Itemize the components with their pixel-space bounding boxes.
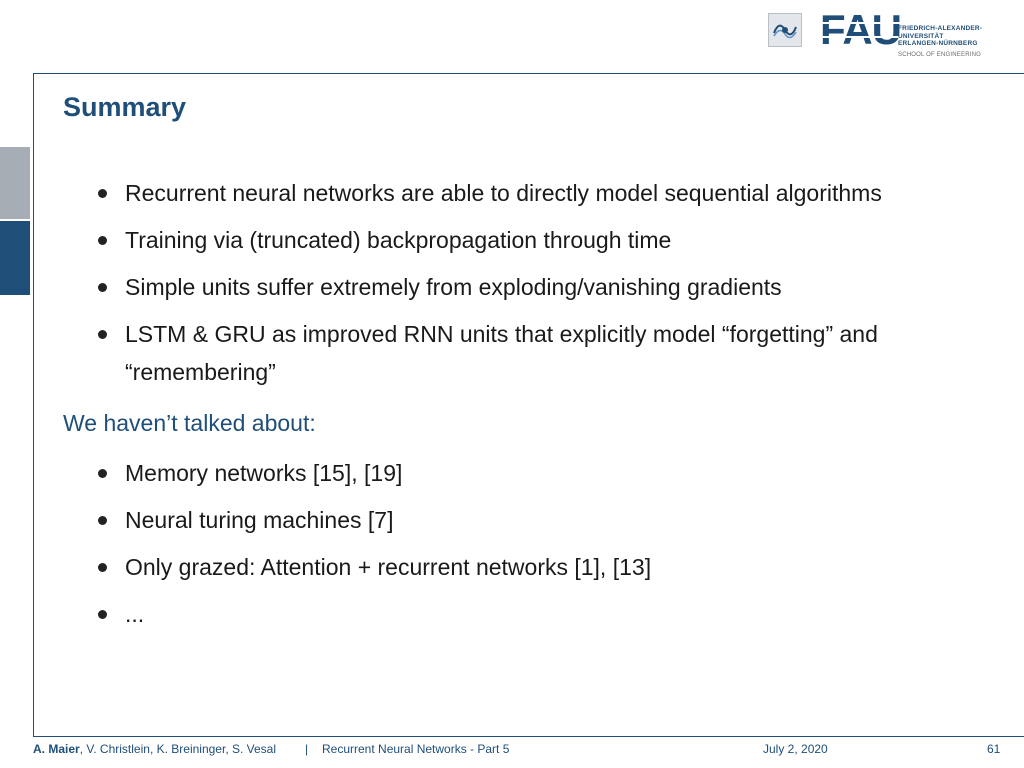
list-item-text: ... <box>125 601 145 627</box>
bullet-icon <box>98 330 107 339</box>
page-number: 61 <box>987 742 1001 756</box>
bullet-icon <box>98 563 107 572</box>
list-item: Only grazed: Attention + recurrent netwo… <box>95 548 975 586</box>
list-item: Recurrent neural networks are able to di… <box>95 174 975 212</box>
university-name: FRIEDRICH-ALEXANDER- UNIVERSITÄT ERLANGE… <box>898 25 982 48</box>
bullet-icon <box>98 189 107 198</box>
slide-frame <box>33 73 1024 736</box>
list-item-text: Memory networks [15], [19] <box>125 460 403 486</box>
list-item: ... <box>95 595 975 633</box>
co-authors: , V. Christlein, K. Breininger, S. Vesal <box>79 742 277 756</box>
fau-wordmark-text: FAU <box>820 6 902 53</box>
list-item-text: Neural turing machines [7] <box>125 507 394 533</box>
footer-divider <box>33 736 1024 737</box>
slide-title: Summary <box>63 92 187 122</box>
university-name-line: ERLANGEN-NÜRNBERG <box>898 40 978 47</box>
university-name-line: FRIEDRICH-ALEXANDER- <box>898 25 983 32</box>
list-item: Simple units suffer extremely from explo… <box>95 268 975 306</box>
lecture-date: July 2, 2020 <box>763 742 828 756</box>
lecture-title: Recurrent Neural Networks - Part 5 <box>322 742 510 756</box>
footer-separator: | <box>305 742 309 756</box>
list-item-text: Training via (truncated) backpropagation… <box>125 227 672 253</box>
university-name-line: UNIVERSITÄT <box>898 32 944 40</box>
institute-logo-icon <box>768 13 802 47</box>
section-tab-inactive <box>0 147 30 219</box>
subheading: We haven’t talked about: <box>63 410 316 436</box>
not-covered-list: Memory networks [15], [19] Neural turing… <box>95 454 975 642</box>
bullet-icon <box>98 283 107 292</box>
section-tab-active <box>0 221 30 295</box>
list-item-text: LSTM & GRU as improved RNN units that ex… <box>125 321 878 385</box>
university-logo: FAU FRIEDRICH-ALEXANDER- UNIVERSITÄT ERL… <box>768 9 986 62</box>
list-item-text: Only grazed: Attention + recurrent netwo… <box>125 554 652 580</box>
school-name: SCHOOL OF ENGINEERING <box>898 52 981 58</box>
list-item-text: Simple units suffer extremely from explo… <box>125 274 782 300</box>
list-item: Memory networks [15], [19] <box>95 454 975 492</box>
list-item: LSTM & GRU as improved RNN units that ex… <box>95 315 975 391</box>
bullet-icon <box>98 610 107 619</box>
lead-author: A. Maier <box>33 742 80 756</box>
bullet-icon <box>98 469 107 478</box>
fau-wordmark: FAU <box>820 9 902 51</box>
footer-authors: A. Maier, V. Christlein, K. Breininger, … <box>33 742 276 756</box>
bullet-icon <box>98 516 107 525</box>
list-item: Neural turing machines [7] <box>95 501 975 539</box>
summary-list: Recurrent neural networks are able to di… <box>95 174 975 400</box>
bullet-icon <box>98 236 107 245</box>
list-item-text: Recurrent neural networks are able to di… <box>125 180 882 206</box>
list-item: Training via (truncated) backpropagation… <box>95 221 975 259</box>
